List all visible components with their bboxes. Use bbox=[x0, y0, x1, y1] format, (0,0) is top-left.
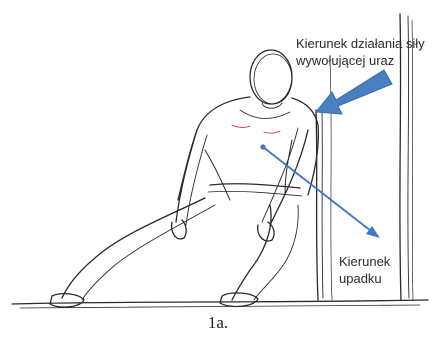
fall-direction-label: Kierunek upadku bbox=[339, 253, 390, 287]
force-label-line-2: wywołującej uraz bbox=[296, 52, 425, 69]
person-head bbox=[250, 50, 292, 108]
force-label-line-1: Kierunek działania siły bbox=[296, 35, 425, 52]
person-arms bbox=[172, 128, 308, 241]
fall-direction-arrow-icon bbox=[260, 144, 380, 238]
force-arrow-icon bbox=[316, 70, 392, 114]
fall-label-line-2: upadku bbox=[339, 270, 390, 287]
fall-label-line-1: Kierunek bbox=[339, 253, 390, 270]
figure-caption: 1a. bbox=[0, 313, 436, 333]
person-legs bbox=[50, 198, 298, 307]
person-torso bbox=[178, 97, 318, 200]
force-direction-label: Kierunek działania siły wywołującej uraz bbox=[296, 35, 425, 69]
